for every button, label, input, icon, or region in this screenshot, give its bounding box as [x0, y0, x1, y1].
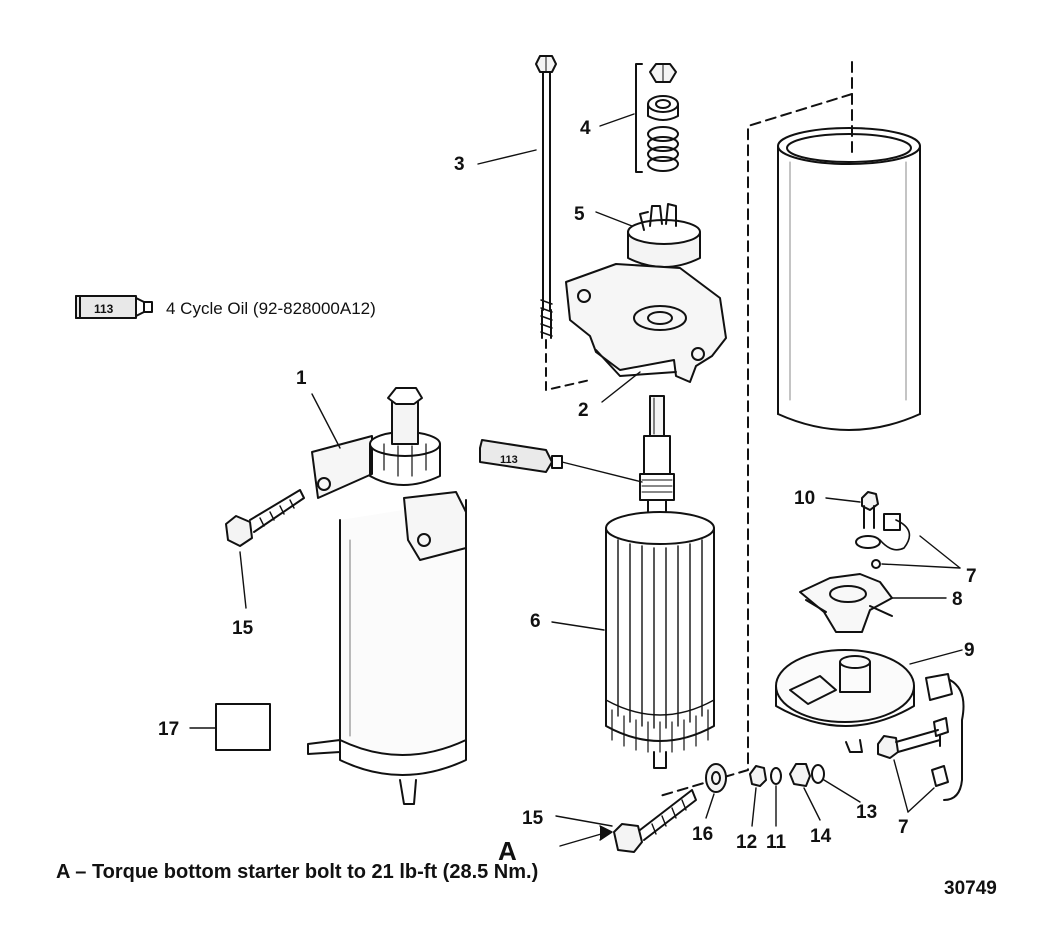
lower-end-cap — [775, 649, 915, 753]
callout-6: 6 — [530, 611, 541, 632]
drive-pinion-gear — [627, 203, 701, 268]
callout-7-upper: 7 — [966, 566, 977, 587]
assembly-dashed-line — [659, 93, 853, 797]
oil-tube-icon: 113 — [75, 295, 153, 319]
brush-holder — [799, 573, 893, 633]
frame-housing — [777, 127, 921, 431]
callout-11: 11 — [766, 832, 787, 853]
screw-and-brush — [855, 491, 911, 569]
bolt-path-dashed — [545, 339, 591, 391]
starter-bolt-bottom — [613, 789, 697, 853]
callout-3: 3 — [454, 154, 465, 175]
callout-14: 14 — [810, 826, 832, 847]
terminal-lead — [877, 673, 965, 801]
callout-16: 16 — [692, 824, 713, 845]
oil-tube-code: 113 — [94, 302, 114, 316]
figure-number: 30749 — [944, 878, 997, 899]
oil-tube-diagram-code: 113 — [500, 454, 518, 466]
callout-1: 1 — [296, 368, 307, 389]
small-hardware — [705, 763, 825, 793]
callout-15-left: 15 — [232, 618, 254, 639]
callout-10: 10 — [794, 488, 815, 509]
end-cap-bracket — [565, 263, 727, 383]
callout-numbers: 1 2 3 4 5 6 7 8 9 10 11 12 13 14 15 15 1… — [158, 118, 977, 853]
callout-9: 9 — [964, 640, 975, 661]
callout-15-bottom: 15 — [522, 808, 544, 829]
torque-note: A – Torque bottom starter bolt to 21 lb-… — [56, 861, 538, 883]
lubricant-label: 4 Cycle Oil (92-828000A12) — [166, 299, 376, 318]
callout-2: 2 — [578, 400, 589, 421]
callout-13: 13 — [856, 802, 877, 823]
starter-motor-assembly — [307, 387, 467, 805]
callout-8: 8 — [952, 589, 963, 610]
oil-tube-diagram: 113 — [479, 439, 563, 473]
callout-4: 4 — [580, 118, 591, 139]
note-marker-a: A — [498, 836, 517, 866]
starter-bolt-left — [225, 489, 305, 547]
armature — [605, 395, 715, 769]
callout-7-lower: 7 — [898, 817, 909, 838]
nut-spring-stack — [635, 63, 679, 173]
callout-5: 5 — [574, 204, 585, 225]
kit-box-17 — [215, 703, 271, 751]
lubricant-legend: 113 4 Cycle Oil (92-828000A12) — [75, 295, 376, 319]
callout-17: 17 — [158, 719, 179, 740]
callout-12: 12 — [736, 832, 757, 853]
leader-lines — [189, 113, 963, 847]
through-bolt — [535, 55, 557, 339]
